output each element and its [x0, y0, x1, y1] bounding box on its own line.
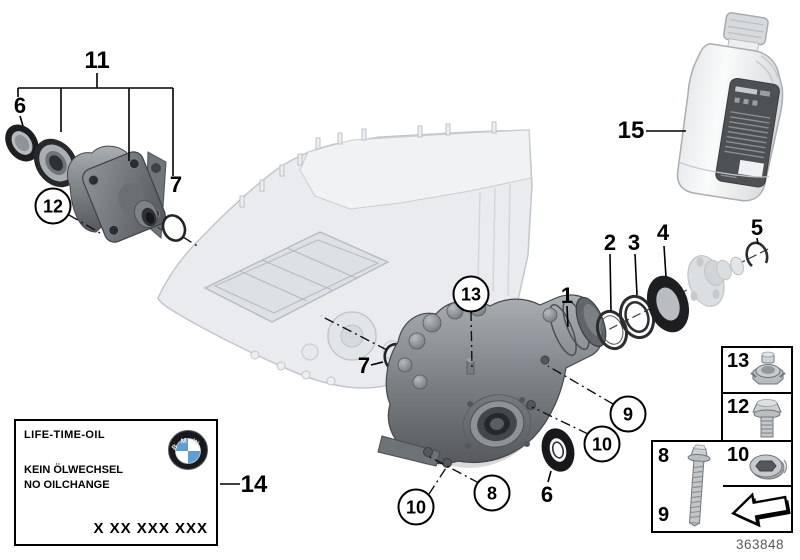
legend-number-12: 12 — [727, 396, 750, 418]
label-part-code: X XX XXX XXX — [93, 520, 208, 537]
callout-5[interactable]: 5 — [750, 215, 764, 240]
label-line-english: NO OILCHANGE — [24, 479, 110, 491]
callout-7-top[interactable]: 7 — [169, 172, 183, 197]
legend-number-13: 13 — [727, 350, 750, 372]
callout-bracket-11 — [17, 73, 174, 176]
shaft-seal-4 — [646, 275, 690, 333]
callout-14[interactable]: 14 — [240, 471, 268, 498]
legend-cell-10[interactable]: 10 — [721, 440, 793, 487]
torx-bolt-icon — [687, 444, 711, 527]
callout-4[interactable]: 4 — [656, 220, 670, 245]
callout-circled-10-right[interactable]: 10 — [583, 425, 621, 463]
hex-flange-bolt-icon — [752, 399, 782, 438]
callout-circled-8[interactable]: 8 — [473, 474, 511, 512]
snap-ring-5 — [745, 241, 769, 267]
image-number: 363848 — [736, 537, 785, 552]
shim-ring-2 — [595, 309, 629, 351]
bmw-roundel-icon: BMW — [168, 430, 208, 470]
legend-cell-12[interactable]: 12 — [721, 392, 793, 442]
legend-number-10: 10 — [727, 444, 750, 466]
output-flange-ghost — [687, 255, 732, 307]
callout-1[interactable]: 1 — [560, 283, 574, 308]
callout-7-middle[interactable]: 7 — [357, 353, 371, 378]
callout-6-top[interactable]: 6 — [13, 93, 27, 118]
o-ring-top — [161, 214, 187, 242]
front-differential — [377, 294, 607, 468]
callout-3[interactable]: 3 — [627, 230, 641, 255]
label-line-german: KEIN ÖLWECHSEL — [24, 464, 124, 476]
callout-circled-12[interactable]: 12 — [34, 187, 72, 225]
callout-circled-9[interactable]: 9 — [609, 395, 647, 433]
oil-bottle — [676, 12, 784, 202]
shaft-seal-bottom — [541, 428, 575, 472]
washer-ghost — [730, 256, 744, 276]
oil-label-box: LIFE-TIME-OIL KEIN ÖLWECHSEL NO OILCHANG… — [14, 419, 218, 546]
legend-number-9: 9 — [658, 504, 670, 526]
breather-valve-icon — [750, 351, 786, 385]
legend-cell-continuation[interactable] — [721, 485, 793, 533]
callout-2[interactable]: 2 — [603, 230, 617, 255]
callout-15[interactable]: 15 — [617, 117, 645, 144]
drive-flange-assembly — [5, 124, 166, 243]
label-title: LIFE-TIME-OIL — [24, 429, 105, 441]
callout-circled-10-left[interactable]: 10 — [397, 488, 435, 526]
oil-drain-plug-icon — [749, 454, 788, 480]
legend-number-8: 8 — [658, 445, 670, 467]
callout-circled-13[interactable]: 13 — [452, 275, 490, 313]
callout-11[interactable]: 11 — [84, 47, 110, 74]
leader-lines-dashed — [68, 214, 614, 495]
continuation-arrow-icon — [731, 492, 791, 528]
oil-pan-sketch — [145, 121, 533, 389]
callout-6-bottom[interactable]: 6 — [540, 482, 554, 507]
legend-cell-8-9[interactable]: 8 9 — [651, 440, 723, 533]
shaft-seal-top — [5, 124, 39, 162]
leader-lines-solid — [220, 130, 759, 485]
legend-cell-13[interactable]: 13 — [721, 346, 793, 394]
